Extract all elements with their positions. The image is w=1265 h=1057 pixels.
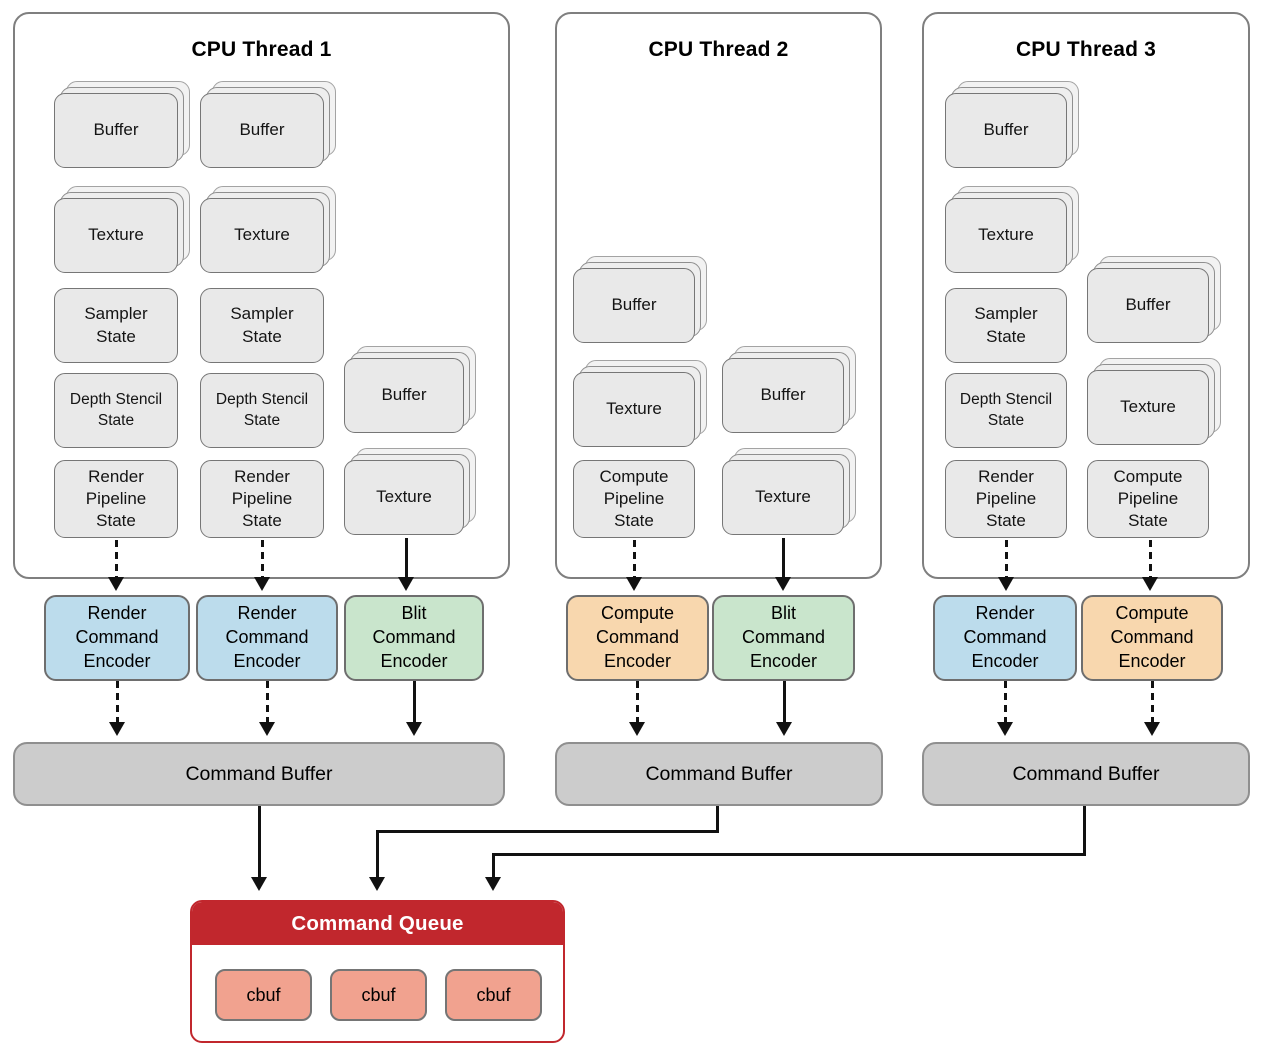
command-queue: Command Queue cbuf cbuf cbuf: [190, 900, 565, 1043]
texture-stack: Texture: [945, 186, 1079, 273]
texture-card: Texture: [54, 198, 178, 273]
buffer-stack: Buffer: [573, 256, 707, 343]
cbuf-item: cbuf: [330, 969, 427, 1021]
arrowhead-icon: [998, 577, 1014, 591]
buffer-card: Buffer: [945, 93, 1067, 168]
texture-card: Texture: [722, 460, 844, 535]
dashed-arrow: [1148, 540, 1152, 577]
solid-arrow: [781, 538, 785, 577]
depth-stencil-state-card: Depth Stencil State: [945, 373, 1067, 448]
arrowhead-icon: [997, 722, 1013, 736]
texture-stack: Texture: [200, 186, 336, 273]
arrowhead-icon: [398, 577, 414, 591]
texture-card: Texture: [344, 460, 464, 535]
buffer-stack: Buffer: [200, 81, 336, 168]
dashed-arrow: [1003, 681, 1007, 722]
texture-card: Texture: [945, 198, 1067, 273]
texture-stack: Texture: [1087, 358, 1221, 445]
compute-pipeline-state-card: Compute Pipeline State: [573, 460, 695, 538]
elbow-connector: [715, 806, 719, 833]
solid-arrow: [257, 806, 261, 878]
buffer-card: Buffer: [722, 358, 844, 433]
texture-stack: Texture: [722, 448, 856, 535]
arrowhead-icon: [109, 722, 125, 736]
elbow-connector: [375, 830, 719, 833]
sampler-state-card: Sampler State: [200, 288, 324, 363]
blit-command-encoder: Blit Command Encoder: [344, 595, 484, 681]
cpu-thread-1-title: CPU Thread 1: [191, 38, 332, 61]
arrowhead-icon: [629, 722, 645, 736]
buffer-card: Buffer: [1087, 268, 1209, 343]
texture-card: Texture: [200, 198, 324, 273]
buffer-card: Buffer: [54, 93, 178, 168]
elbow-connector: [1082, 806, 1086, 856]
cpu-thread-3-title: CPU Thread 3: [1015, 38, 1157, 61]
texture-stack: Texture: [344, 448, 476, 535]
command-buffer: Command Buffer: [922, 742, 1250, 806]
buffer-card: Buffer: [344, 358, 464, 433]
arrowhead-icon: [251, 877, 267, 891]
arrowhead-icon: [775, 577, 791, 591]
render-command-encoder: Render Command Encoder: [44, 595, 190, 681]
render-command-encoder: Render Command Encoder: [196, 595, 338, 681]
render-pipeline-state-card: Render Pipeline State: [54, 460, 178, 538]
render-command-encoder: Render Command Encoder: [933, 595, 1077, 681]
elbow-connector: [375, 830, 379, 878]
blit-command-encoder: Blit Command Encoder: [712, 595, 855, 681]
dashed-arrow: [115, 681, 119, 722]
texture-card: Texture: [573, 372, 695, 447]
cbuf-item: cbuf: [445, 969, 542, 1021]
dashed-arrow: [1004, 540, 1008, 577]
arrowhead-icon: [254, 577, 270, 591]
dashed-arrow: [632, 540, 636, 577]
texture-stack: Texture: [573, 360, 707, 447]
arrowhead-icon: [485, 877, 501, 891]
arrowhead-icon: [776, 722, 792, 736]
dashed-arrow: [635, 681, 639, 722]
dashed-arrow: [260, 540, 264, 577]
cbuf-item: cbuf: [215, 969, 312, 1021]
buffer-stack: Buffer: [344, 346, 476, 433]
depth-stencil-state-card: Depth Stencil State: [54, 373, 178, 448]
arrowhead-icon: [626, 577, 642, 591]
buffer-stack: Buffer: [1087, 256, 1221, 343]
texture-stack: Texture: [54, 186, 190, 273]
command-buffer: Command Buffer: [13, 742, 505, 806]
texture-card: Texture: [1087, 370, 1209, 445]
elbow-connector: [491, 853, 1086, 856]
buffer-card: Buffer: [573, 268, 695, 343]
arrowhead-icon: [369, 877, 385, 891]
dashed-arrow: [1150, 681, 1154, 722]
arrowhead-icon: [1144, 722, 1160, 736]
arrowhead-icon: [259, 722, 275, 736]
buffer-stack: Buffer: [54, 81, 190, 168]
render-pipeline-state-card: Render Pipeline State: [200, 460, 324, 538]
compute-command-encoder: Compute Command Encoder: [566, 595, 709, 681]
dashed-arrow: [265, 681, 269, 722]
sampler-state-card: Sampler State: [945, 288, 1067, 363]
solid-arrow: [412, 681, 416, 722]
command-buffer: Command Buffer: [555, 742, 883, 806]
solid-arrow: [404, 538, 408, 577]
compute-command-encoder: Compute Command Encoder: [1081, 595, 1223, 681]
arrowhead-icon: [406, 722, 422, 736]
arrowhead-icon: [108, 577, 124, 591]
elbow-connector: [491, 853, 495, 878]
render-pipeline-state-card: Render Pipeline State: [945, 460, 1067, 538]
buffer-stack: Buffer: [945, 81, 1079, 168]
sampler-state-card: Sampler State: [54, 288, 178, 363]
compute-pipeline-state-card: Compute Pipeline State: [1087, 460, 1209, 538]
depth-stencil-state-card: Depth Stencil State: [200, 373, 324, 448]
command-queue-title: Command Queue: [192, 902, 563, 945]
dashed-arrow: [114, 540, 118, 577]
solid-arrow: [782, 681, 786, 722]
buffer-card: Buffer: [200, 93, 324, 168]
buffer-stack: Buffer: [722, 346, 856, 433]
cpu-thread-2-title: CPU Thread 2: [648, 38, 789, 61]
arrowhead-icon: [1142, 577, 1158, 591]
